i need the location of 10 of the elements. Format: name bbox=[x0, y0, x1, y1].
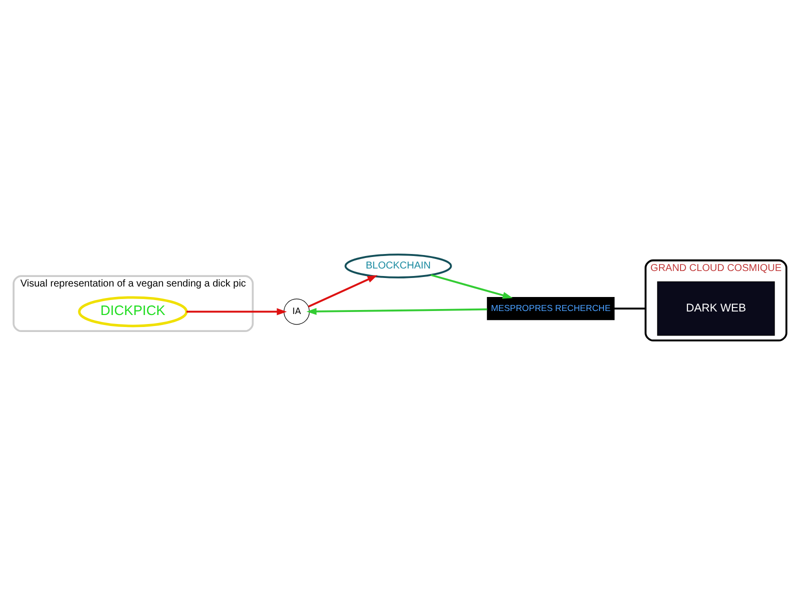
arrow bbox=[430, 274, 513, 299]
node-box: DARK WEB bbox=[657, 281, 775, 336]
node-box: MESPROPRES RECHERCHE bbox=[486, 296, 615, 320]
arrow bbox=[186, 308, 287, 316]
connector bbox=[614, 308, 646, 310]
arrow bbox=[308, 275, 378, 308]
node-ellipse: DICKPICK bbox=[78, 296, 188, 328]
arrow bbox=[306, 308, 488, 315]
node-circle: IA bbox=[284, 298, 310, 325]
node-ellipse: BLOCKCHAIN bbox=[344, 254, 452, 278]
